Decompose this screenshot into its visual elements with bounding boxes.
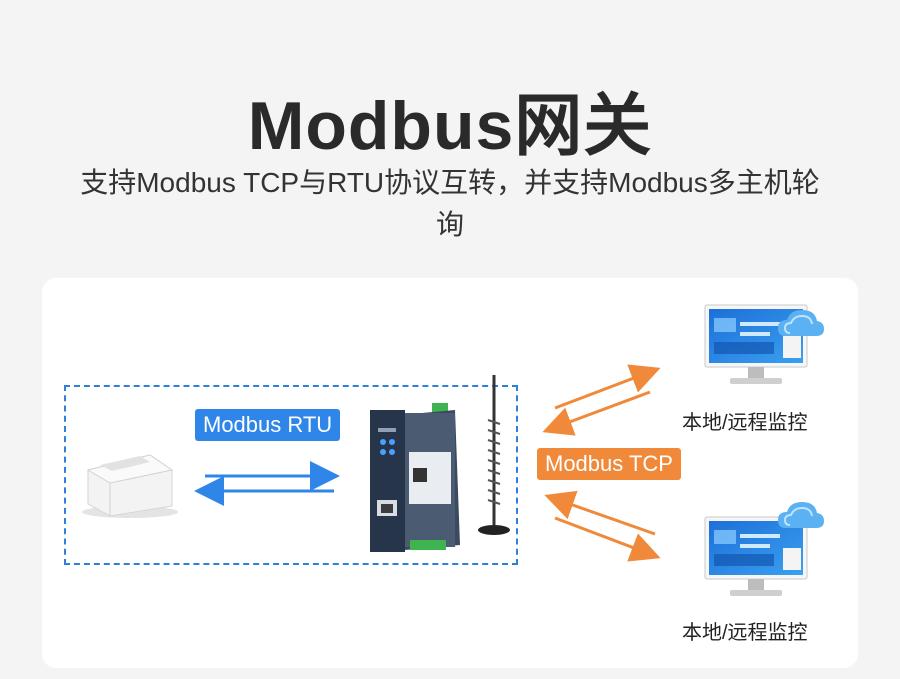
pc-bottom-label: 本地/远程监控	[682, 622, 808, 644]
monitor-icon	[704, 516, 808, 596]
page-title: Modbus网关	[247, 88, 653, 164]
tcp-arrows-bottom	[544, 490, 661, 562]
modbus-rtu-tag: Modbus RTU	[195, 409, 341, 441]
monitor-icon	[704, 304, 808, 384]
antenna-icon	[478, 375, 510, 535]
printer-device-icon	[82, 454, 178, 518]
rtu-arrows	[194, 461, 340, 506]
cloud-icon	[778, 310, 824, 336]
modbus-tcp-tag: Modbus TCP	[537, 448, 681, 480]
page-subtitle: 支持Modbus TCP与RTU协议互转，并支持Modbus多主机轮询	[80, 167, 820, 240]
tcp-arrows-top	[542, 364, 661, 436]
rtu-zone-box	[64, 385, 518, 565]
gateway-device-icon	[370, 403, 460, 552]
cloud-icon	[778, 502, 824, 528]
pc-top-label: 本地/远程监控	[682, 412, 808, 434]
